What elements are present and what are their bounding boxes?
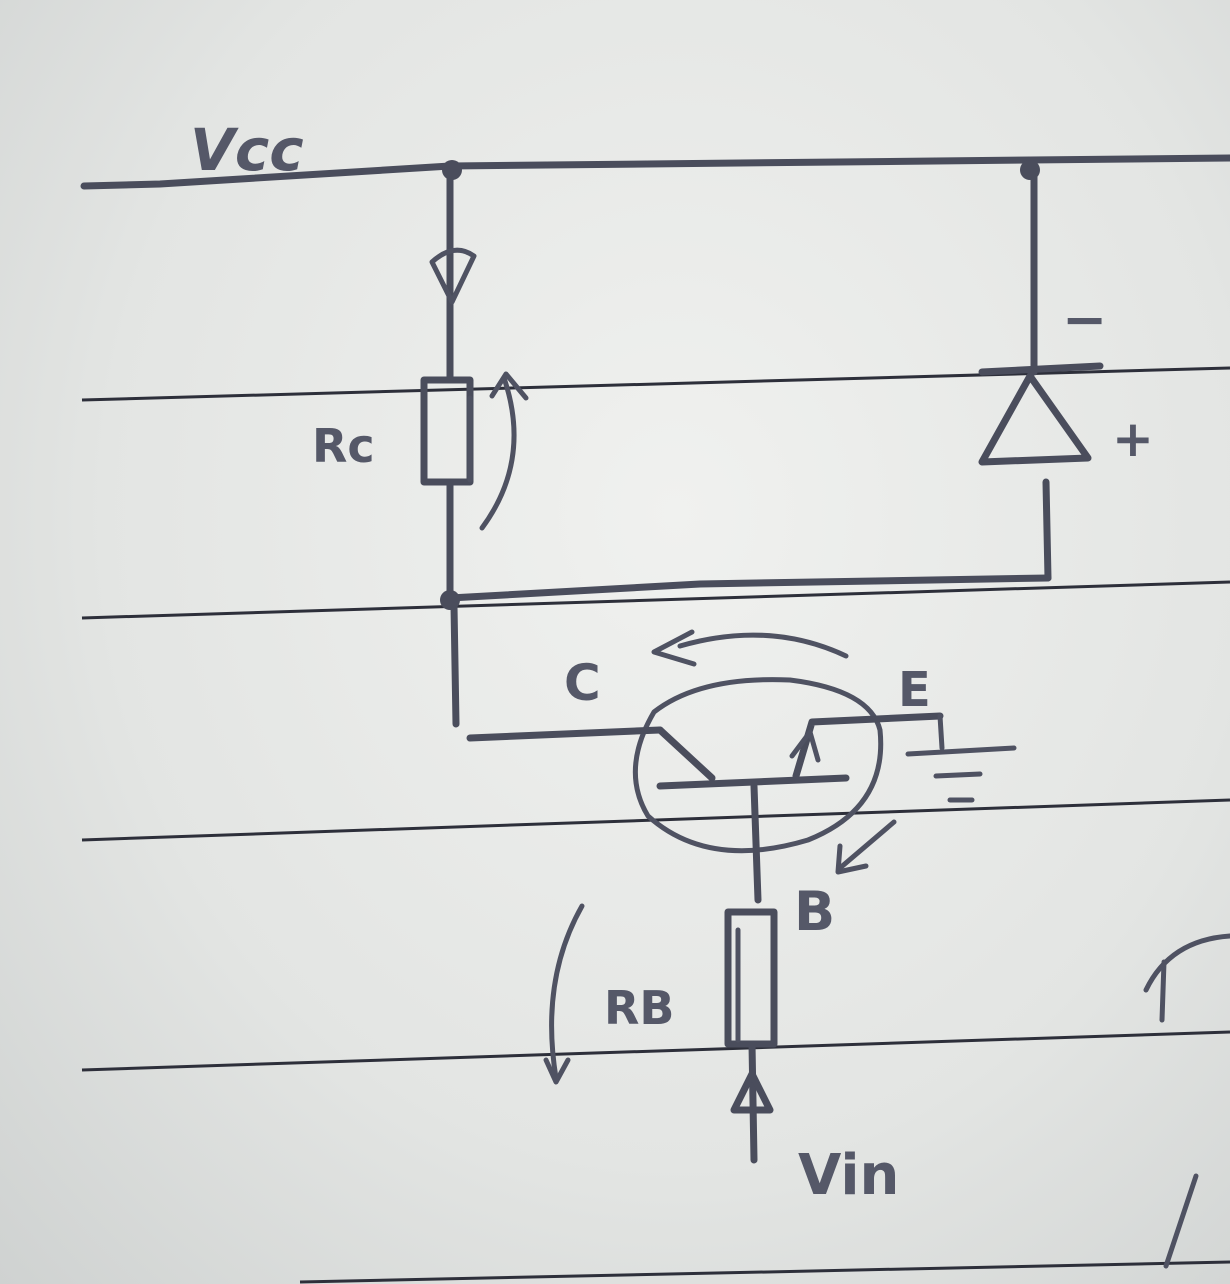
rc-label: Rc: [312, 419, 375, 473]
ruled-line: [81, 1030, 1230, 1072]
wire-diode-to-node: [1042, 478, 1052, 582]
diode-symbol: [978, 372, 1092, 466]
edge-pen-mark: [1143, 933, 1230, 993]
collector-line: [656, 726, 716, 782]
edge-pen-mark: [1163, 1173, 1199, 1269]
rc-current-arc: [479, 375, 517, 531]
current-arc-top-arrowhead: [651, 629, 697, 667]
base-lead: [750, 782, 762, 904]
collector-label: C: [564, 654, 601, 712]
ground-bar: [933, 771, 983, 779]
base-label: B: [794, 880, 835, 943]
rb-label: RB: [604, 981, 674, 1035]
rb-current-arrowhead: [543, 1057, 571, 1085]
emitter-line: [792, 712, 944, 780]
npn-transistor: [466, 677, 944, 904]
transistor-envelope: [632, 677, 884, 854]
ruled-line: [299, 1260, 1230, 1284]
wire-node-to-collector: [450, 602, 460, 728]
current-arrow-down: [429, 247, 477, 305]
edge-pen-mark: [1159, 959, 1167, 1023]
collector-lead: [466, 726, 664, 742]
base-current-arrow: [837, 819, 897, 871]
ground-lead: [937, 713, 945, 751]
ground-symbol: [905, 713, 1017, 803]
emitter-arrowhead: [789, 729, 821, 763]
diode-cathode-bar: [978, 362, 1104, 376]
ruled-line: [81, 366, 1230, 402]
rb-resistor: [724, 908, 778, 1048]
base-current-arrowhead: [835, 843, 869, 875]
diode-plus-sign: +: [1112, 410, 1154, 468]
rb-current-arc: [549, 903, 585, 1081]
vin-lead: [748, 1040, 758, 1164]
wire-bottom-node: [446, 574, 1052, 602]
vcc-label: Vcc: [190, 116, 304, 184]
base-bar: [656, 774, 850, 790]
diode-minus-sign: −: [1062, 288, 1107, 351]
emitter-label: E: [898, 662, 931, 718]
rc-resistor: [420, 376, 474, 486]
vin-label: Vin: [798, 1143, 899, 1208]
vin-arrowhead: [730, 1070, 774, 1114]
current-arc-top: [677, 632, 849, 659]
ground-bar: [905, 745, 1017, 757]
rc-current-arrowhead: [489, 371, 529, 401]
ruled-line: [81, 580, 1230, 620]
